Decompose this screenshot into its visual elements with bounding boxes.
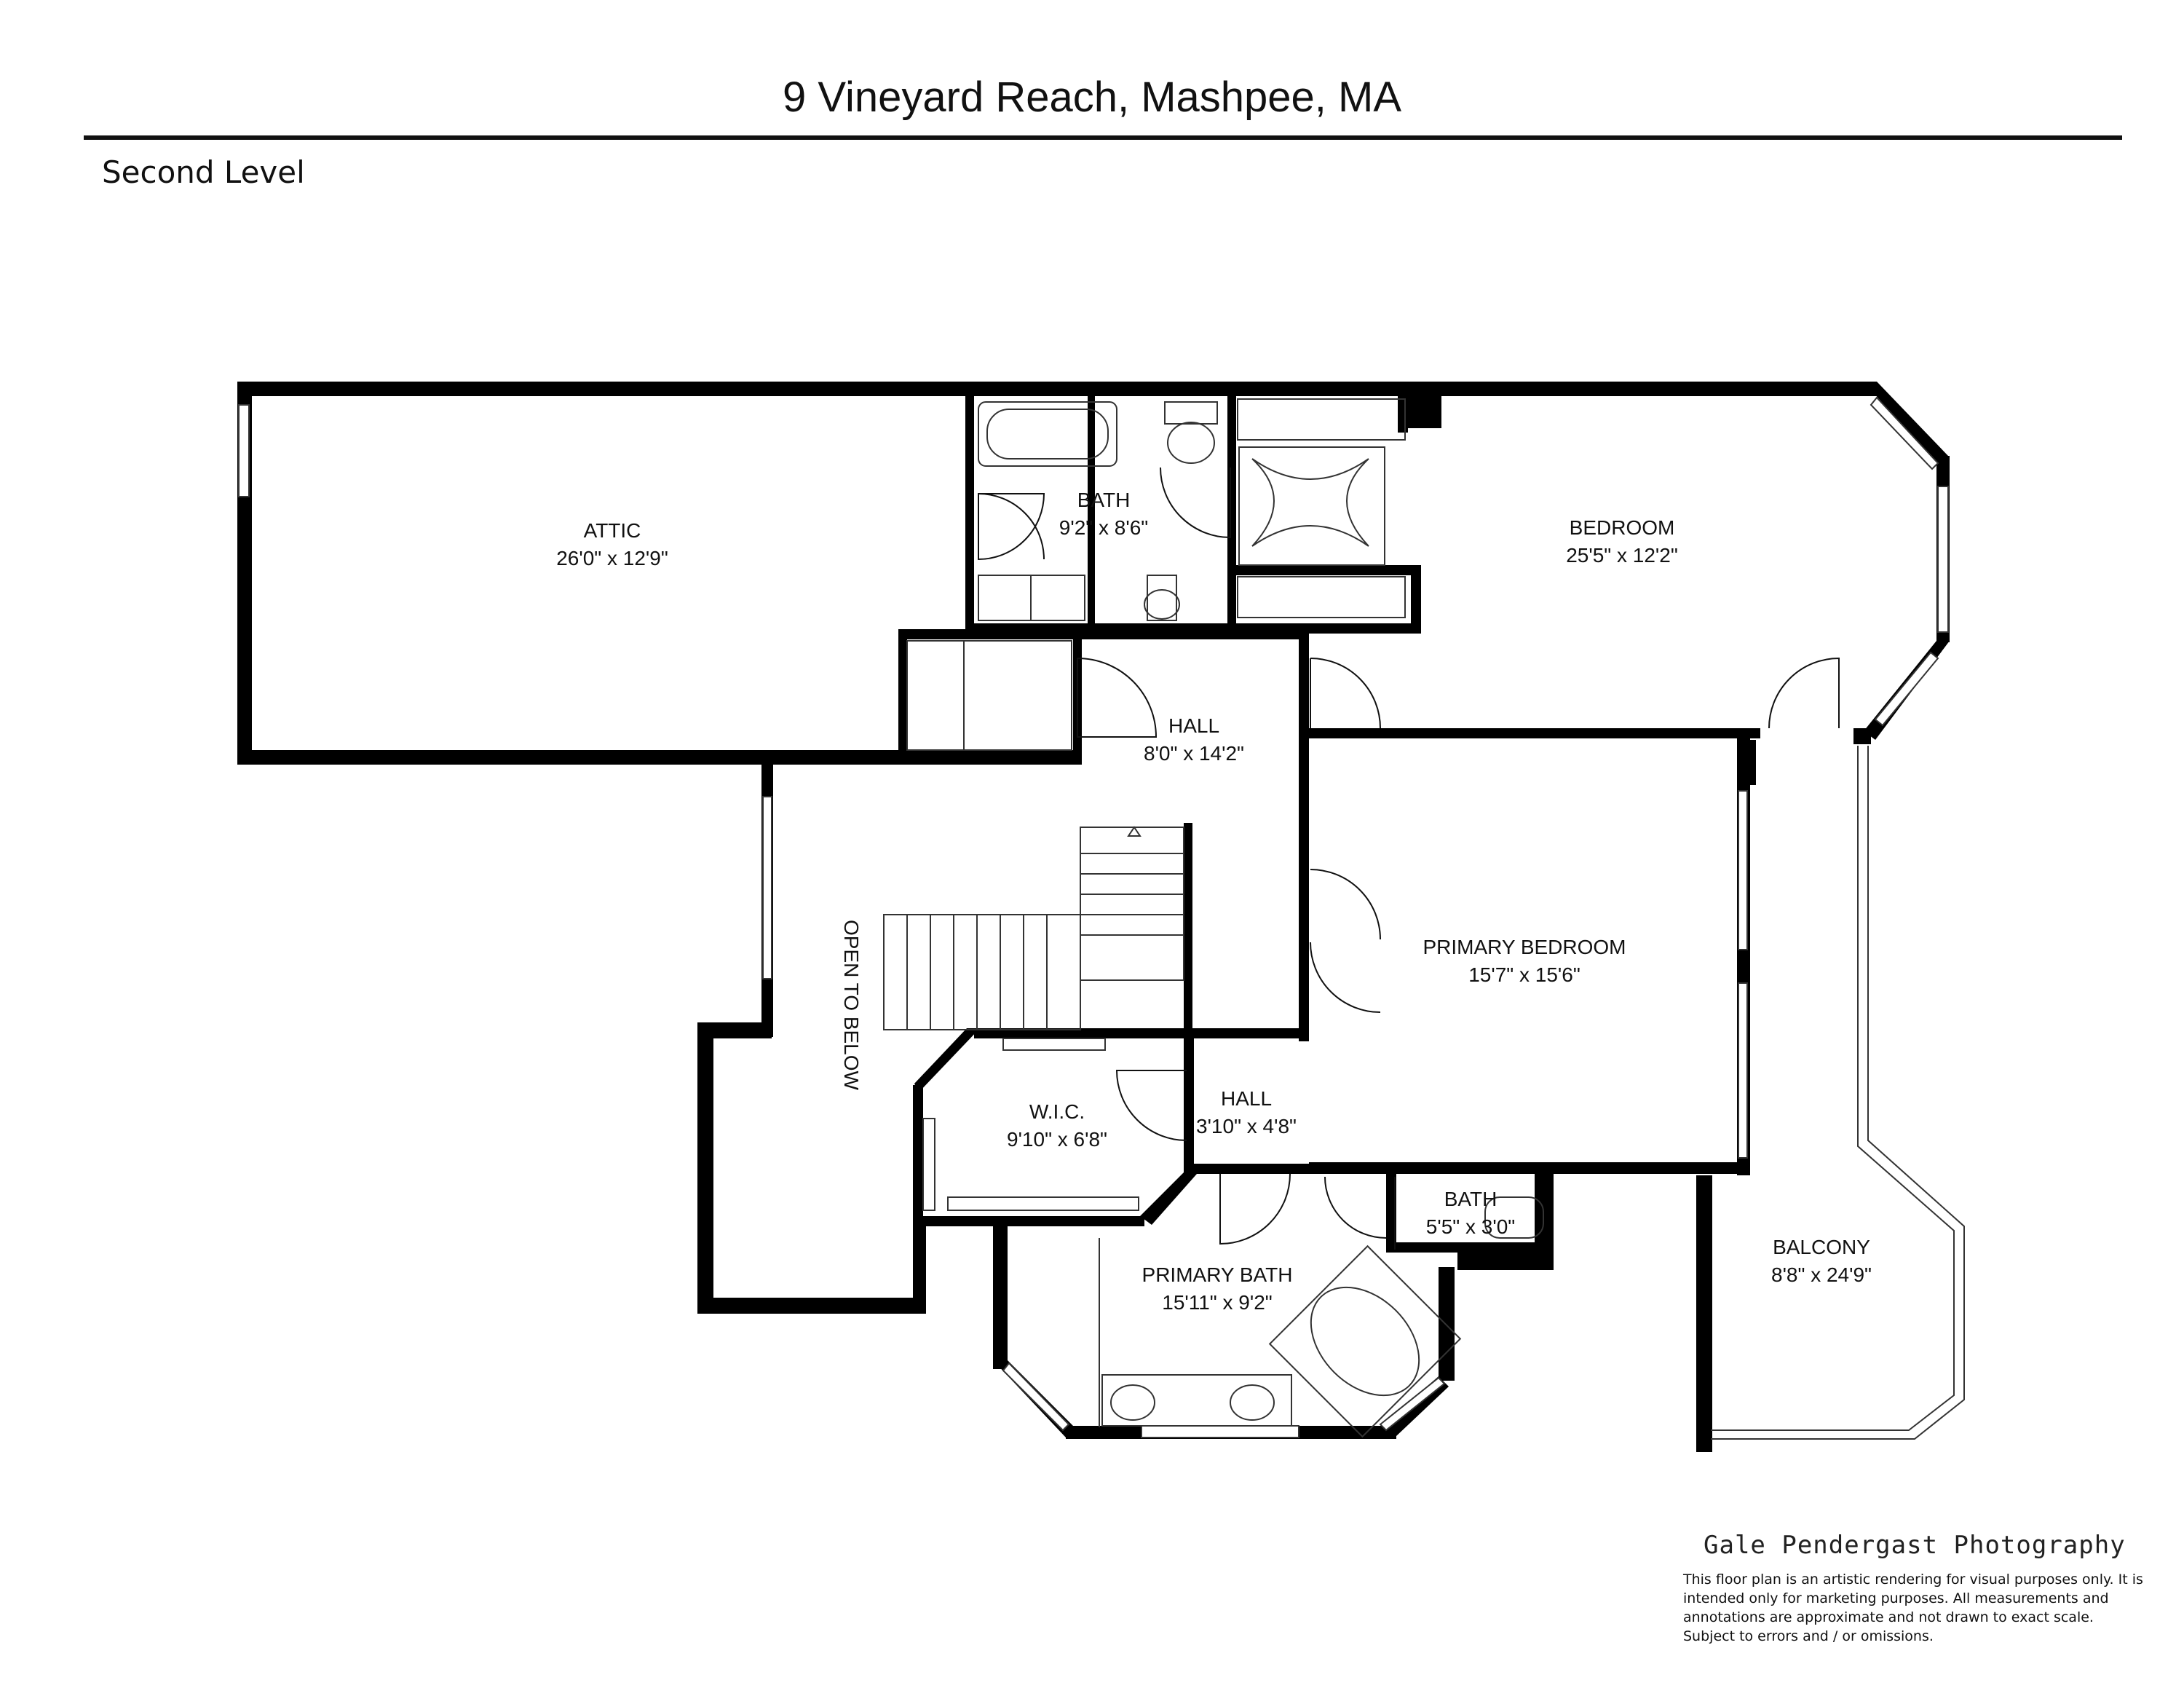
room-name-bath: BATH [1077, 489, 1131, 511]
room-name-hall: HALL [1168, 714, 1219, 737]
walls [237, 382, 1950, 1452]
room-dims-balcony: 8'8" x 24'9" [1771, 1263, 1872, 1286]
room-name-hall-small: HALL [1221, 1087, 1272, 1110]
windows [238, 396, 1949, 1438]
room-name-primary-bedroom: PRIMARY BEDROOM [1423, 936, 1626, 958]
room-dims-hall: 8'0" x 14'2" [1144, 742, 1244, 765]
room-dims-hall-small: 3'10" x 4'8" [1196, 1115, 1297, 1137]
room-dims-bath-small: 5'5" x 3'0" [1426, 1215, 1515, 1238]
room-dims-attic: 26'0" x 12'9" [556, 547, 668, 569]
doors [978, 467, 1840, 1250]
room-dims-bath: 9'2" x 8'6" [1059, 516, 1148, 539]
room-name-balcony: BALCONY [1773, 1236, 1870, 1258]
photographer-credit: Gale Pendergast Photography [1704, 1531, 2126, 1560]
staircase [883, 826, 1184, 1030]
room-dims-bedroom: 25'5" x 12'2" [1566, 544, 1678, 567]
room-name-wic: W.I.C. [1029, 1100, 1085, 1123]
room-dims-wic: 9'10" x 6'8" [1007, 1128, 1107, 1151]
room-name-primary-bath: PRIMARY BATH [1142, 1263, 1293, 1286]
level-label: Second Level [102, 154, 305, 190]
room-name-bedroom: BEDROOM [1570, 516, 1675, 539]
room-dims-primary-bath: 15'11" x 9'2" [1162, 1291, 1272, 1314]
title-divider [84, 135, 2122, 140]
fixtures [906, 398, 1544, 1438]
disclaimer-text: This floor plan is an artistic rendering… [1683, 1571, 2143, 1644]
page-title: 9 Vineyard Reach, Mashpee, MA [782, 74, 1402, 121]
balcony-railing [1711, 746, 1965, 1440]
room-labels: ATTIC 26'0" x 12'9" BATH 9'2" x 8'6" BED… [556, 489, 1872, 1314]
room-name-attic: ATTIC [584, 519, 641, 542]
room-dims-primary-bedroom: 15'7" x 15'6" [1468, 963, 1580, 986]
room-name-open-to-below: OPEN TO BELOW [840, 920, 863, 1090]
room-name-bath-small: BATH [1444, 1188, 1497, 1210]
